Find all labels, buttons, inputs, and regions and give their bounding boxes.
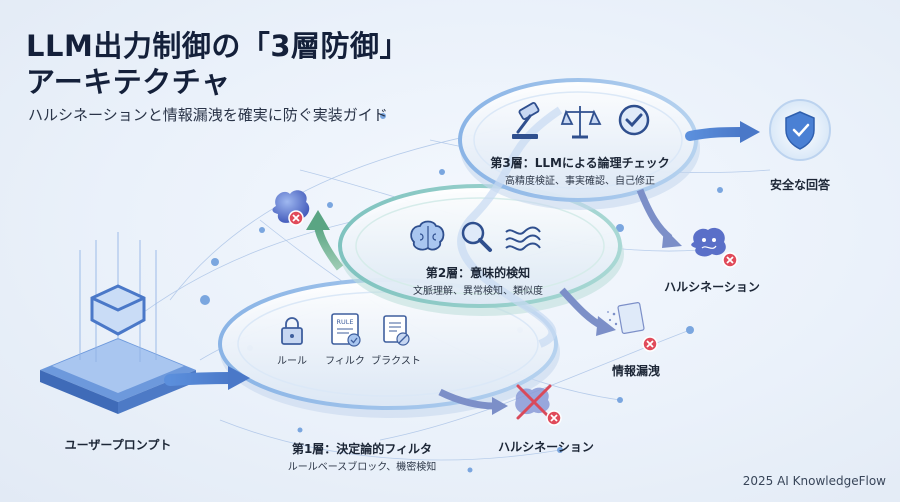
flow-arrow-input <box>164 372 238 386</box>
layer3-desc: 高精度検証、事実確認、自己修正 <box>505 176 655 187</box>
page-subtitle: ハルシネーションと情報漏洩を確実に防ぐ実装ガイド <box>28 106 388 124</box>
brain-icon <box>410 220 445 251</box>
layer2-plate <box>338 184 624 316</box>
reject-arrow-1 <box>438 388 495 410</box>
rejected-blob-icon <box>272 190 310 226</box>
layer1-icon-label-blocklist: ブラクスト <box>371 356 421 367</box>
hallucination-blob-icon <box>691 227 738 268</box>
blocklist-icon <box>383 315 410 346</box>
safe-output-label: 安全な回答 <box>769 178 831 192</box>
layer2-title: 第2層：意味的検知 <box>425 266 531 280</box>
layer1-icon-label-rule: ルール <box>277 356 307 367</box>
rule-document-icon: RULE <box>331 313 361 347</box>
hallucination-label-bottom: ハルシネーション <box>498 440 594 454</box>
layer1-title: 第1層：決定論的フィルタ <box>291 442 433 456</box>
input-stack-icon <box>40 232 196 414</box>
leak-label: 情報漏洩 <box>611 364 661 378</box>
crossed-hallucination-icon <box>515 384 562 426</box>
layer1-icon-label-filter: フィルク <box>325 356 365 367</box>
title-line-2: アーキテクチャ <box>26 65 231 99</box>
leak-document-icon <box>607 302 658 352</box>
footer-credit: 2025 AI KnowledgeFlow <box>742 474 886 488</box>
reject-arrow-teal <box>314 225 344 271</box>
page-title: LLM出力制御の「3層防御」 アーキテクチャ <box>26 28 409 100</box>
flow-arrow-safe <box>685 127 747 141</box>
layer3-title: 第3層：LLMによる論理チェック <box>490 156 670 170</box>
checkmark-icon <box>618 104 650 136</box>
rule-badge-text: RULE <box>336 318 353 326</box>
shield-icon <box>769 99 831 161</box>
scales-icon <box>560 106 602 139</box>
input-label: ユーザープロンプト <box>64 438 172 452</box>
lock-icon <box>281 317 303 345</box>
magnifier-icon <box>461 221 492 252</box>
title-line-1: LLM出力制御の「3層防御」 <box>26 29 409 63</box>
wave-icon <box>505 226 541 251</box>
gavel-icon <box>512 102 540 139</box>
layer1-desc: ルールベースブロック、機密検知 <box>287 462 437 473</box>
layer2-desc: 文脈理解、異常検知、類似度 <box>413 286 543 297</box>
hallucination-label-right: ハルシネーション <box>664 280 760 294</box>
